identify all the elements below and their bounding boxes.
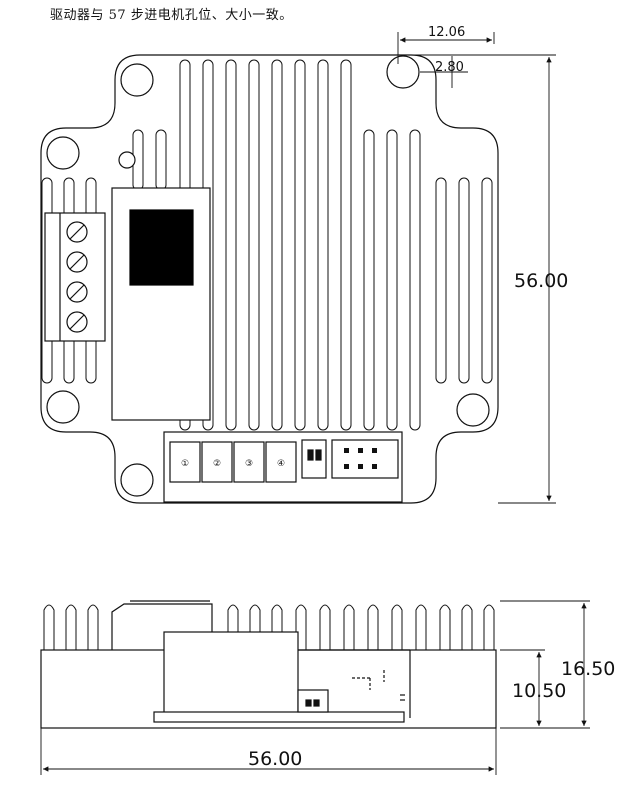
pin-label-4: ④ xyxy=(277,459,285,469)
signal-header xyxy=(331,439,399,479)
mounting-hole-bl2 xyxy=(46,390,80,424)
side-view xyxy=(40,600,497,729)
top-view-dimensions xyxy=(397,32,556,504)
display-window xyxy=(129,209,194,286)
dim-height-top: 56.00 xyxy=(514,270,568,292)
dim-hole-radius: 2.80 xyxy=(435,60,464,75)
trim-pot xyxy=(118,151,136,169)
signal-header-pins xyxy=(344,448,377,469)
mounting-hole-bl xyxy=(120,463,154,497)
power-connector xyxy=(169,441,297,483)
mounting-hole-tr xyxy=(386,55,420,89)
heatsink-fins-right xyxy=(363,129,493,431)
dip-switch xyxy=(301,439,327,479)
side-pcb xyxy=(163,631,299,719)
plate-outline xyxy=(40,54,499,504)
heatsink-fins-top xyxy=(179,59,352,431)
dim-total-height: 16.50 xyxy=(561,658,615,680)
dim-hole-offset: 12.06 xyxy=(428,25,465,40)
pin-label-3: ③ xyxy=(245,459,253,469)
terminal-screws xyxy=(66,221,88,333)
mounting-hole-br xyxy=(456,393,490,427)
mounting-hole-tl xyxy=(120,63,154,97)
dim-width-side: 56.00 xyxy=(248,748,302,770)
side-board-strip xyxy=(153,711,405,723)
side-module xyxy=(111,603,213,650)
mounting-hole-ml xyxy=(46,136,80,170)
side-fins xyxy=(43,604,495,650)
connector-pin-labels: ① ② ③ ④ xyxy=(181,459,285,469)
dim-board-height: 10.50 xyxy=(512,680,566,702)
side-view-dimensions xyxy=(40,600,590,775)
side-connector xyxy=(297,689,329,713)
pin-label-2: ② xyxy=(213,459,221,469)
top-view xyxy=(40,54,499,504)
diagram-caption: 驱动器与 57 步进电机孔位、大小一致。 xyxy=(50,8,293,23)
pin-label-1: ① xyxy=(181,459,189,469)
